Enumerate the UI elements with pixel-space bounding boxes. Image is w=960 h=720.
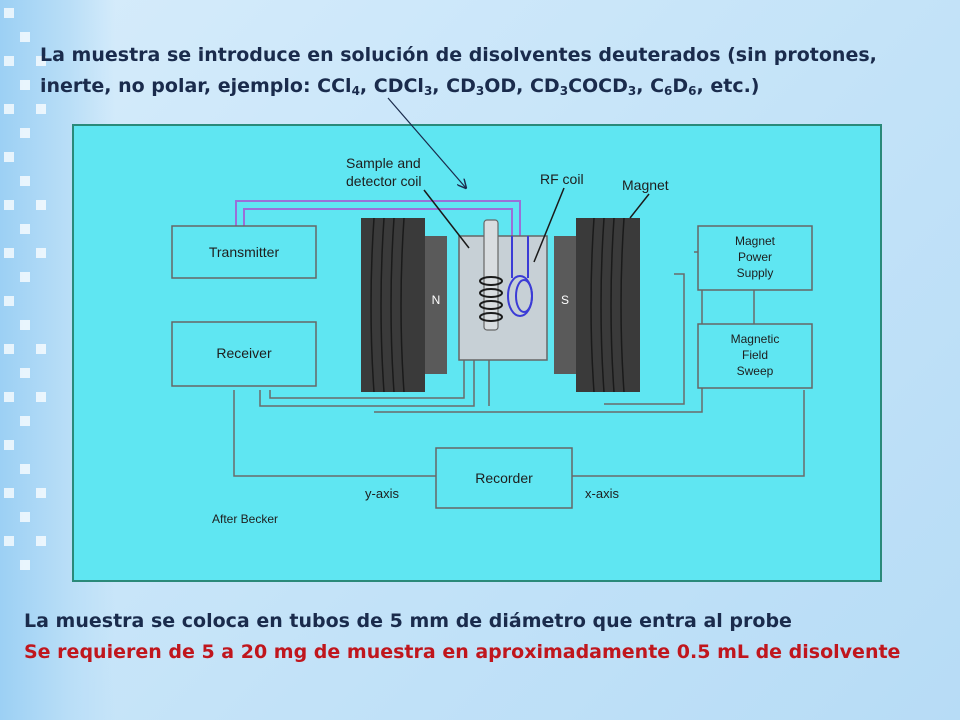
magnet-right-windings bbox=[590, 217, 625, 393]
intro-line-2: inerte, no polar, ejemplo: CCl4, CDCl3, … bbox=[40, 75, 760, 98]
decorative-square bbox=[36, 392, 46, 402]
magnetic-field-sweep-box bbox=[697, 323, 813, 389]
decorative-square bbox=[4, 536, 14, 546]
decorative-square bbox=[20, 560, 30, 570]
decorative-square bbox=[20, 128, 30, 138]
transmitter-label: Transmitter bbox=[209, 244, 280, 260]
intro-line-1: La muestra se introduce en solución de d… bbox=[40, 44, 877, 66]
recorder-box bbox=[435, 447, 573, 509]
decorative-square bbox=[4, 440, 14, 450]
decorative-square bbox=[4, 488, 14, 498]
transmitter-box bbox=[171, 225, 317, 279]
recorder-label: Recorder bbox=[475, 470, 533, 486]
note-tube-size: La muestra se coloca en tubos de 5 mm de… bbox=[24, 610, 792, 632]
decorative-square bbox=[20, 464, 30, 474]
decorative-square bbox=[20, 320, 30, 330]
south-pole-label: S bbox=[561, 293, 569, 307]
decorative-square bbox=[20, 32, 30, 42]
decorative-square bbox=[4, 296, 14, 306]
mps-line-1: Magnet bbox=[735, 234, 776, 248]
mps-line-3: Supply bbox=[737, 266, 774, 280]
decorative-square bbox=[20, 512, 30, 522]
rf-coil bbox=[507, 236, 533, 317]
x-axis-label: x-axis bbox=[585, 486, 619, 501]
magnet-label: Magnet bbox=[622, 177, 669, 193]
magnet-left-pole bbox=[425, 236, 447, 374]
decorative-square bbox=[36, 104, 46, 114]
decorative-square bbox=[20, 368, 30, 378]
mfs-line-1: Magnetic bbox=[731, 332, 780, 346]
decorative-square bbox=[4, 344, 14, 354]
decorative-square bbox=[20, 416, 30, 426]
nmr-spectrometer-diagram: Transmitter Receiver N S bbox=[72, 124, 882, 582]
decorative-square bbox=[36, 344, 46, 354]
mps-line-2: Power bbox=[738, 250, 772, 264]
sample-label-line-2: detector coil bbox=[346, 173, 421, 189]
decorative-square bbox=[20, 80, 30, 90]
credit-label: After Becker bbox=[212, 512, 278, 526]
receiver-label: Receiver bbox=[216, 345, 272, 361]
decorative-square bbox=[36, 488, 46, 498]
north-pole-label: N bbox=[432, 293, 441, 307]
sample-tube bbox=[483, 219, 499, 331]
decorative-square bbox=[36, 56, 46, 66]
decorative-square bbox=[20, 272, 30, 282]
magnet-power-supply-box bbox=[697, 225, 813, 291]
receiver-box bbox=[171, 321, 317, 387]
detector-coil bbox=[479, 276, 503, 322]
decorative-square bbox=[36, 200, 46, 210]
intro-text: La muestra se introduce en solución de d… bbox=[40, 40, 940, 102]
note-sample-amount: Se requieren de 5 a 20 mg de muestra en … bbox=[24, 641, 901, 663]
decorative-square bbox=[20, 224, 30, 234]
decorative-square bbox=[4, 56, 14, 66]
magnet-right-pole bbox=[554, 236, 576, 374]
decorative-square bbox=[4, 8, 14, 18]
sample-label-line-1: Sample and bbox=[346, 155, 421, 171]
decorative-square bbox=[4, 200, 14, 210]
magnet-right-core bbox=[576, 218, 640, 392]
rf-coil-label: RF coil bbox=[540, 171, 584, 187]
diagram-svg: Transmitter Receiver N S bbox=[171, 155, 813, 526]
decorative-square bbox=[4, 248, 14, 258]
sample-chamber bbox=[458, 235, 548, 361]
decorative-square bbox=[36, 536, 46, 546]
mfs-line-2: Field bbox=[742, 348, 768, 362]
decorative-squares bbox=[0, 8, 100, 608]
decorative-square bbox=[4, 104, 14, 114]
decorative-square bbox=[4, 152, 14, 162]
transmitter-wires bbox=[235, 200, 521, 236]
magnet-left-windings bbox=[370, 217, 405, 393]
y-axis-label: y-axis bbox=[365, 486, 399, 501]
decorative-square bbox=[4, 392, 14, 402]
label-pointers bbox=[423, 187, 650, 263]
decorative-square bbox=[20, 176, 30, 186]
mfs-line-3: Sweep bbox=[737, 364, 774, 378]
decorative-square bbox=[36, 248, 46, 258]
